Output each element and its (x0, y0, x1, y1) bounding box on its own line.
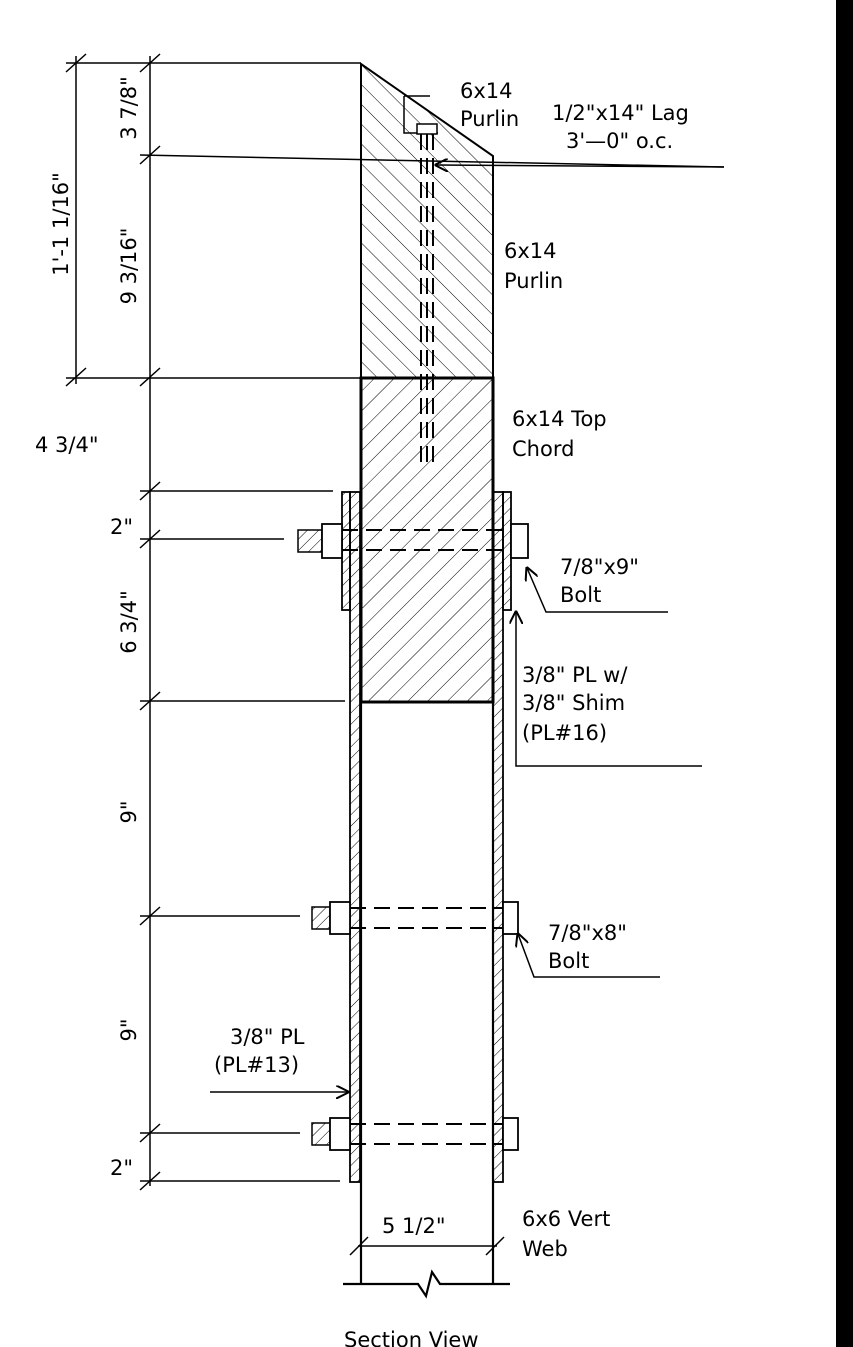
dim-overall-purlin: 1'-1 1/16" (49, 172, 73, 276)
label-chord-2: Chord (512, 437, 574, 461)
label-pl13-1: 3/8" PL (230, 1025, 305, 1049)
label-pl13-2: (PL#13) (214, 1053, 299, 1077)
bolt-8-upper-icon (311, 901, 519, 935)
label-bolt8-1: 7/8"x8" (548, 921, 627, 945)
dim-6-3-4: 6 3/4" (117, 590, 141, 654)
label-purlin-mid-2: Purlin (504, 269, 563, 293)
label-bolt8-2: Bolt (548, 949, 589, 973)
vert-web (343, 702, 510, 1299)
top-chord-section (359, 376, 495, 704)
label-pl16-3: (PL#16) (522, 721, 607, 745)
label-bolt9-2: Bolt (560, 583, 601, 607)
label-pl16-1: 3/8" PL w/ (522, 663, 628, 687)
label-lag-1: 1/2"x14" Lag (552, 101, 689, 125)
label-chord-1: 6x14 Top (512, 407, 607, 431)
dim-5-1-2: 5 1/2" (382, 1214, 446, 1238)
label-purlin-top-2: Purlin (460, 107, 519, 131)
dim-3-7-8: 3 7/8" (117, 76, 141, 140)
label-purlin-mid-1: 6x14 (504, 239, 557, 263)
leader-lines (210, 165, 725, 1092)
caption: Section View (344, 1328, 479, 1347)
label-pl16-2: 3/8" Shim (522, 691, 625, 715)
dim-2-bot: 2" (110, 1156, 133, 1180)
dim-4-3-4: 4 3/4" (35, 433, 99, 457)
lag-head-icon (416, 123, 438, 135)
dim-9-a: 9" (117, 800, 141, 823)
sheet-border (836, 0, 853, 1347)
label-bolt9-1: 7/8"x9" (560, 555, 639, 579)
dimension-lines (65, 53, 725, 1256)
dim-9-b: 9" (117, 1018, 141, 1041)
label-purlin-top-1: 6x14 (460, 79, 513, 103)
dim-2-top: 2" (110, 515, 133, 539)
bolt-8-lower-icon (311, 1117, 519, 1151)
bolt-9-icon (297, 523, 529, 559)
label-web-2: Web (522, 1237, 568, 1261)
label-lag-2: 3'—0" o.c. (566, 129, 673, 153)
dim-9-3-16: 9 3/16" (117, 228, 141, 305)
label-web-1: 6x6 Vert (522, 1207, 610, 1231)
